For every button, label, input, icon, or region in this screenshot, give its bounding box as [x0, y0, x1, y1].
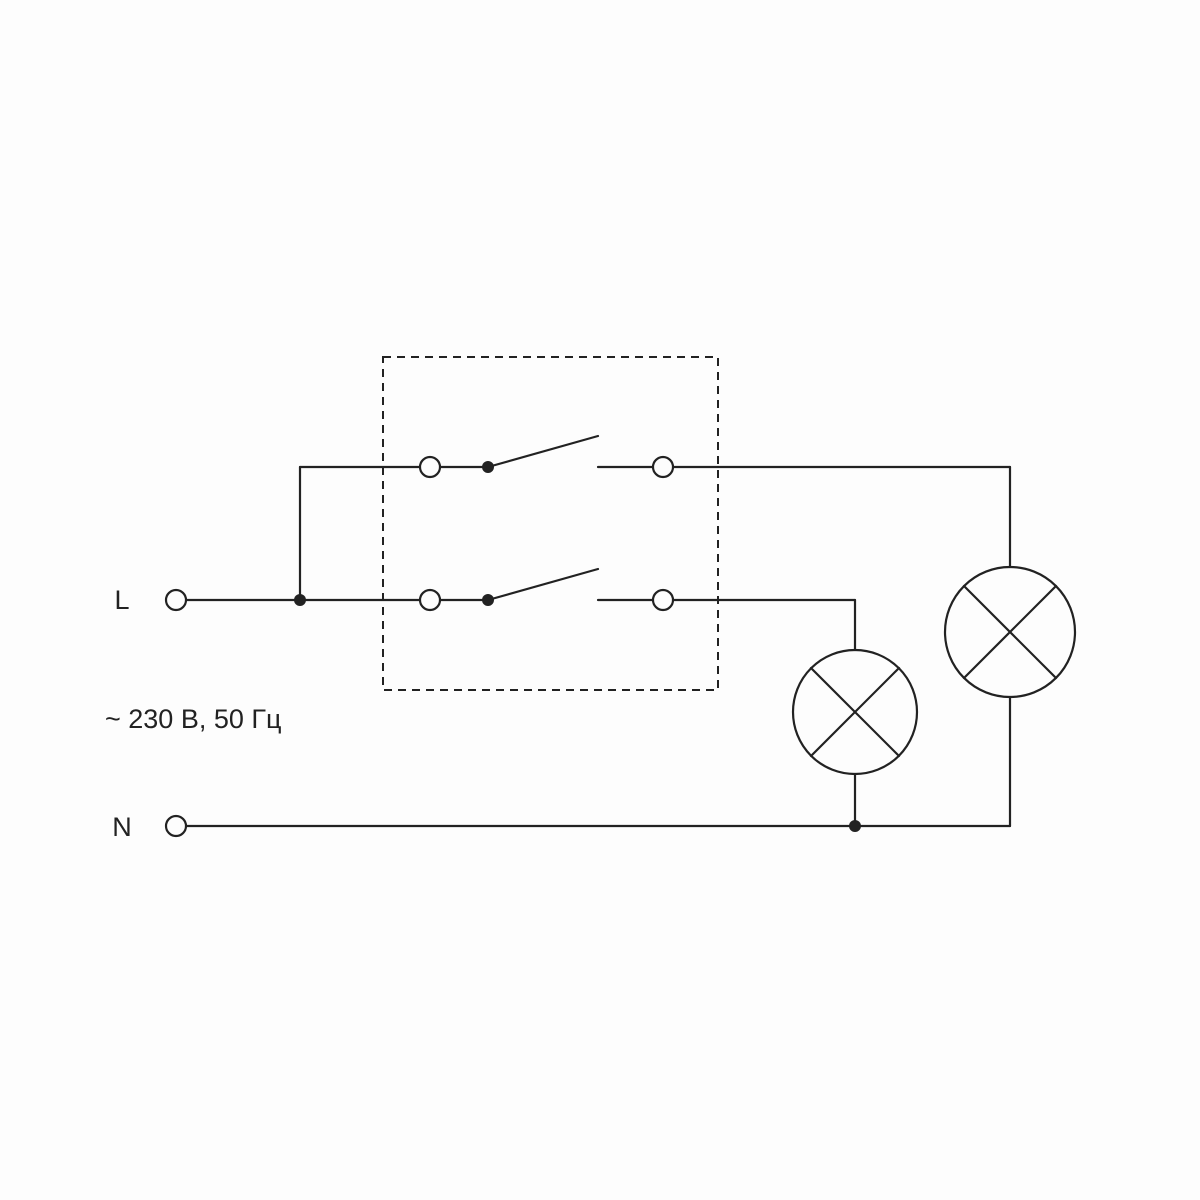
switch-2-blade: [486, 567, 600, 602]
switch-1-output-terminal: [651, 455, 675, 479]
neutral-terminal: [164, 814, 188, 838]
lamp-2-cross: [809, 666, 901, 758]
switch-1-input-terminal: [418, 455, 442, 479]
neutral-label: N: [112, 812, 132, 842]
junction-dot: [294, 594, 306, 606]
line-label: L: [114, 585, 129, 615]
rating-label: ~ 230 В, 50 Гц: [105, 704, 281, 734]
switch-1-blade: [486, 434, 600, 469]
line-terminal: [164, 588, 188, 612]
switch-2-output-terminal: [651, 588, 675, 612]
switch-2: [418, 567, 675, 612]
wires: [184, 465, 1012, 828]
lamp-1-cross: [962, 584, 1058, 680]
junction-dot: [849, 820, 861, 832]
lamp-1-circle: [943, 565, 1077, 699]
switch-2-input-terminal: [418, 588, 442, 612]
lamp-2-circle: [791, 648, 919, 776]
switch-1: [418, 434, 675, 479]
lamp-1: [943, 565, 1077, 699]
lamp-2: [791, 648, 919, 776]
switch-enclosure-box: [382, 356, 719, 691]
